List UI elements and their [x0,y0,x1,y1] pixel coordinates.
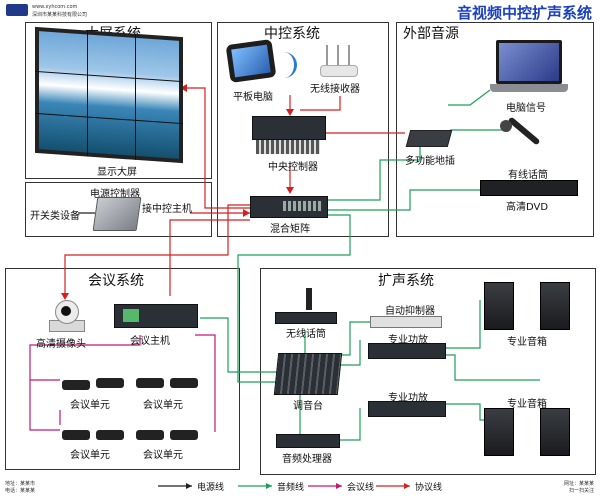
audio-line-matrix-to-mixer [237,214,351,383]
speaker-top-left [484,282,514,330]
protocol-line-receiver [300,96,341,111]
label-power-amp-2: 专业功放 [388,393,428,404]
audio-line-computer [448,89,491,106]
legend-lines [158,483,410,489]
wired-mic-head [500,120,512,132]
label-conference-unit-2: 会议单元 [143,400,183,411]
label-hybrid-matrix: 混合矩阵 [270,224,310,235]
audio-line-mixer-to-amp1 [340,340,361,366]
company-logo [6,4,28,16]
label-floor-socket: 多功能地插 [405,156,455,167]
arrowhead-power-to-matrix [243,209,250,217]
label-mixer: 调音台 [293,401,323,412]
label-power-controller: 电源控制器 [90,189,140,200]
label-power-amp-1: 专业功放 [388,335,428,346]
central-controller-device [252,116,326,140]
label-speaker-1: 专业音箱 [507,337,547,348]
floor-socket-device [405,130,453,147]
audio-line-mixer-to-suppressor [340,321,370,356]
conference-line-right [195,334,216,432]
legend-power-label: 电源线 [197,483,225,493]
central-controller-ports [256,140,320,154]
tablet-device [225,38,277,84]
audio-line-amp1-to-speaker1 [445,300,481,349]
power-amp-1-device [368,343,446,359]
footer-right-2: 扫一扫关注 [568,488,594,494]
label-wireless-mic: 无线话筒 [286,329,326,340]
arrowhead-camera [61,293,69,300]
section-title-central-control: 中控系统 [264,26,320,42]
label-conference-host: 会议主机 [130,336,170,347]
label-switch-equipment: 开关类设备 [30,211,80,222]
label-tablet: 平板电脑 [233,92,273,103]
arrowhead-display [180,84,187,92]
conference-mic-2c [136,430,164,440]
conference-mic-2d [170,430,198,440]
legend-protocol-label: 协议线 [415,483,443,493]
company-name: 深圳市某某科技有限公司 [32,12,88,18]
power-controller-device [92,197,142,231]
laptop-device [490,40,568,94]
label-conference-unit-4: 会议单元 [143,450,183,461]
protocol-line-host-to-matrix [169,219,250,296]
section-title-sound-reinforcement: 扩声系统 [378,273,434,289]
hd-camera-device [45,298,87,332]
protocol-line-matrix-to-display [180,87,250,209]
conference-mic-1c [136,378,164,388]
label-feedback-suppressor: 自动抑制器 [385,306,435,317]
speaker-bottom-right [540,408,570,456]
audio-line-socket-to-matrix [326,145,421,201]
wireless-mic-handheld [306,288,312,310]
footer-left-2: 电话：某某某 [5,488,36,494]
label-hd-dvd: 高清DVD [506,202,549,213]
audio-line-host-to-mixer [200,317,280,373]
company-url: www.xyhcom.com [32,4,78,10]
audio-line-amp1-to-speaker2 [445,354,540,381]
label-to-central-host: 接中控主机 [142,204,192,215]
protocol-line-matrix-to-camera [64,204,250,297]
label-display-wall: 显示大屏 [97,167,137,178]
conference-line-left [29,380,60,431]
dvd-player-device [480,180,578,196]
power-amp-2-device [368,401,446,417]
audio-line-processor-to-amp2 [340,408,361,441]
audio-line-dvd [326,189,480,211]
legend-conference-label: 会议线 [347,483,375,493]
arrowhead-matrix [286,187,294,194]
conference-line-top [29,335,141,381]
section-title-external-source: 外部音源 [403,26,459,42]
label-central-controller: 中央控制器 [268,162,318,173]
conference-mic-1b [96,378,124,388]
page-title: 音视频中控扩声系统 [456,4,592,22]
display-wall-image [35,26,183,164]
hybrid-matrix-device [250,196,328,218]
footer-right-1: 网址：某某某 [563,481,594,487]
conference-mic-1a [62,380,90,390]
label-wired-mic: 有线话筒 [508,170,548,181]
footer-left-1: 地址：某某市 [5,481,36,487]
label-conference-unit-3: 会议单元 [70,450,110,461]
wireless-receiver-device [318,45,358,77]
label-conference-unit-1: 会议单元 [70,400,110,411]
speaker-bottom-left [484,408,514,456]
section-title-conference: 会议系统 [88,273,144,289]
label-hd-camera: 高清摄像头 [36,339,86,350]
label-computer-signal: 电脑信号 [506,103,546,114]
feedback-suppressor-device [370,316,442,328]
conference-host-device [114,304,198,328]
speaker-top-right [540,282,570,330]
conference-mic-2a [62,430,90,440]
conference-mic-1d [170,378,198,388]
arrowhead-controller [286,109,294,116]
audio-processor-device [276,434,340,448]
label-audio-processor: 音频处理器 [282,454,332,465]
legend-audio-label: 音频线 [277,483,305,493]
wireless-mic-device [275,312,337,324]
conference-mic-2b [96,430,124,440]
wifi-signal-icon [280,52,297,78]
mixer-device [273,353,343,395]
label-wireless-receiver: 无线接收器 [310,84,360,95]
label-speaker-2: 专业音箱 [507,399,547,410]
